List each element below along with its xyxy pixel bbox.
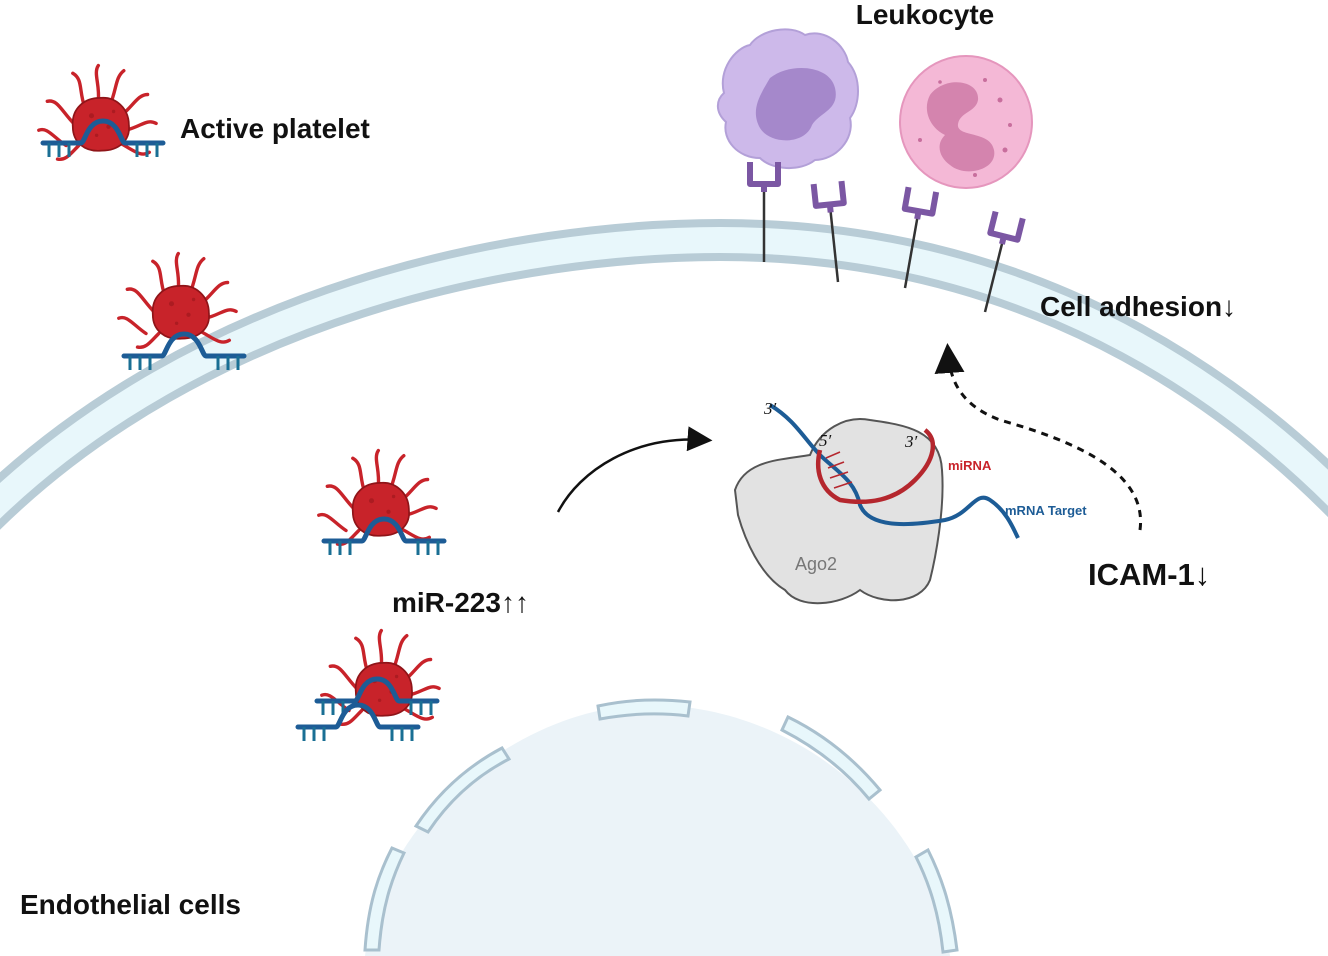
- platelet-icon: [298, 628, 441, 741]
- icam1-label: ICAM-1↓: [1088, 557, 1210, 592]
- active-platelet-label: Active platelet: [180, 113, 370, 144]
- mirna-label: miRNA: [948, 458, 992, 473]
- mir223-label: miR-223↑↑: [392, 587, 529, 618]
- monocyte-icon: [716, 28, 859, 170]
- dotted-arrow: [934, 343, 1142, 531]
- leukocyte-label: Leukocyte: [856, 0, 995, 30]
- neutrophil-icon: [899, 55, 1033, 189]
- ago2-complex-icon: [733, 403, 1020, 605]
- five-prime-mirna-label: 5′: [819, 431, 832, 450]
- ago2-label: Ago2: [795, 554, 837, 574]
- platelet-icon: [317, 448, 444, 555]
- platelet-icon: [37, 63, 163, 162]
- mrna-target-label: mRNA Target: [1005, 503, 1087, 518]
- curved-arrow: [556, 426, 713, 513]
- cell-adhesion-label: Cell adhesion↓: [1040, 291, 1236, 322]
- endothelial-cells-label: Endothelial cells: [20, 889, 241, 920]
- nucleus-icon: [363, 698, 959, 956]
- three-prime-mrna-label: 3′: [763, 399, 777, 418]
- cell-membrane: [0, 218, 1328, 530]
- three-prime-mirna-label: 3′: [904, 432, 918, 451]
